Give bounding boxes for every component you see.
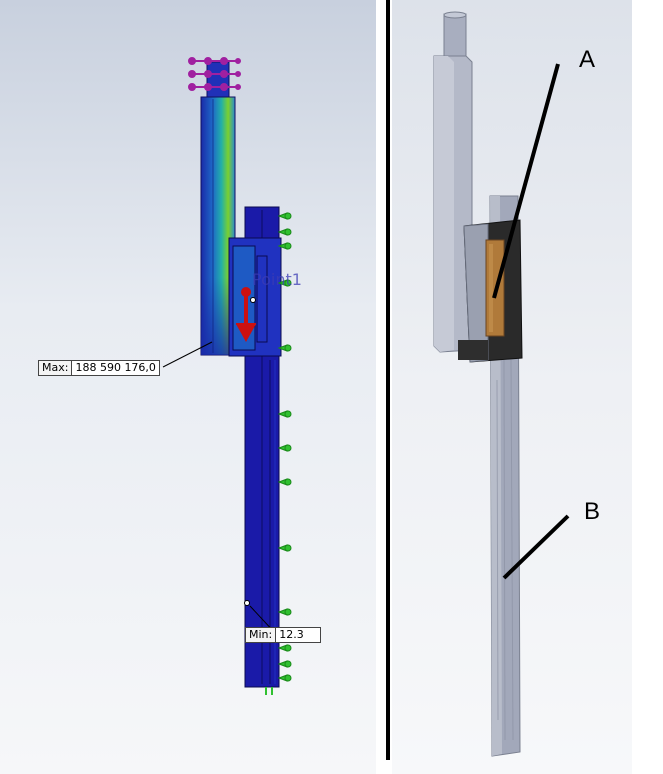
max-label: Max: [39,361,73,375]
model-drawing [433,11,570,757]
label-a-leader [492,63,560,299]
top-rod [443,13,467,57]
fea-model-drawing [162,57,292,695]
connector-markers [188,57,241,91]
fea-stress-view: Point1 Max: 188 590 176,0 Min: 12.3 [0,0,376,774]
max-leader-line [162,341,213,368]
top-pin [206,61,230,99]
min-callout: Min: 12.3 [245,627,322,643]
model-view: A B [392,0,632,774]
min-value: 12.3 [279,628,304,641]
sensor-label: Point1 [252,270,302,289]
load-arrow [236,287,256,342]
max-value: 188 590 176,0 [75,361,156,374]
fixture-markers [265,212,292,695]
label-b: B [584,498,601,525]
max-callout: Max: 188 590 176,0 [38,360,160,376]
panel-divider [386,0,390,760]
label-b-leader [502,514,570,580]
label-a: A [579,46,596,73]
min-label: Min: [246,628,277,642]
